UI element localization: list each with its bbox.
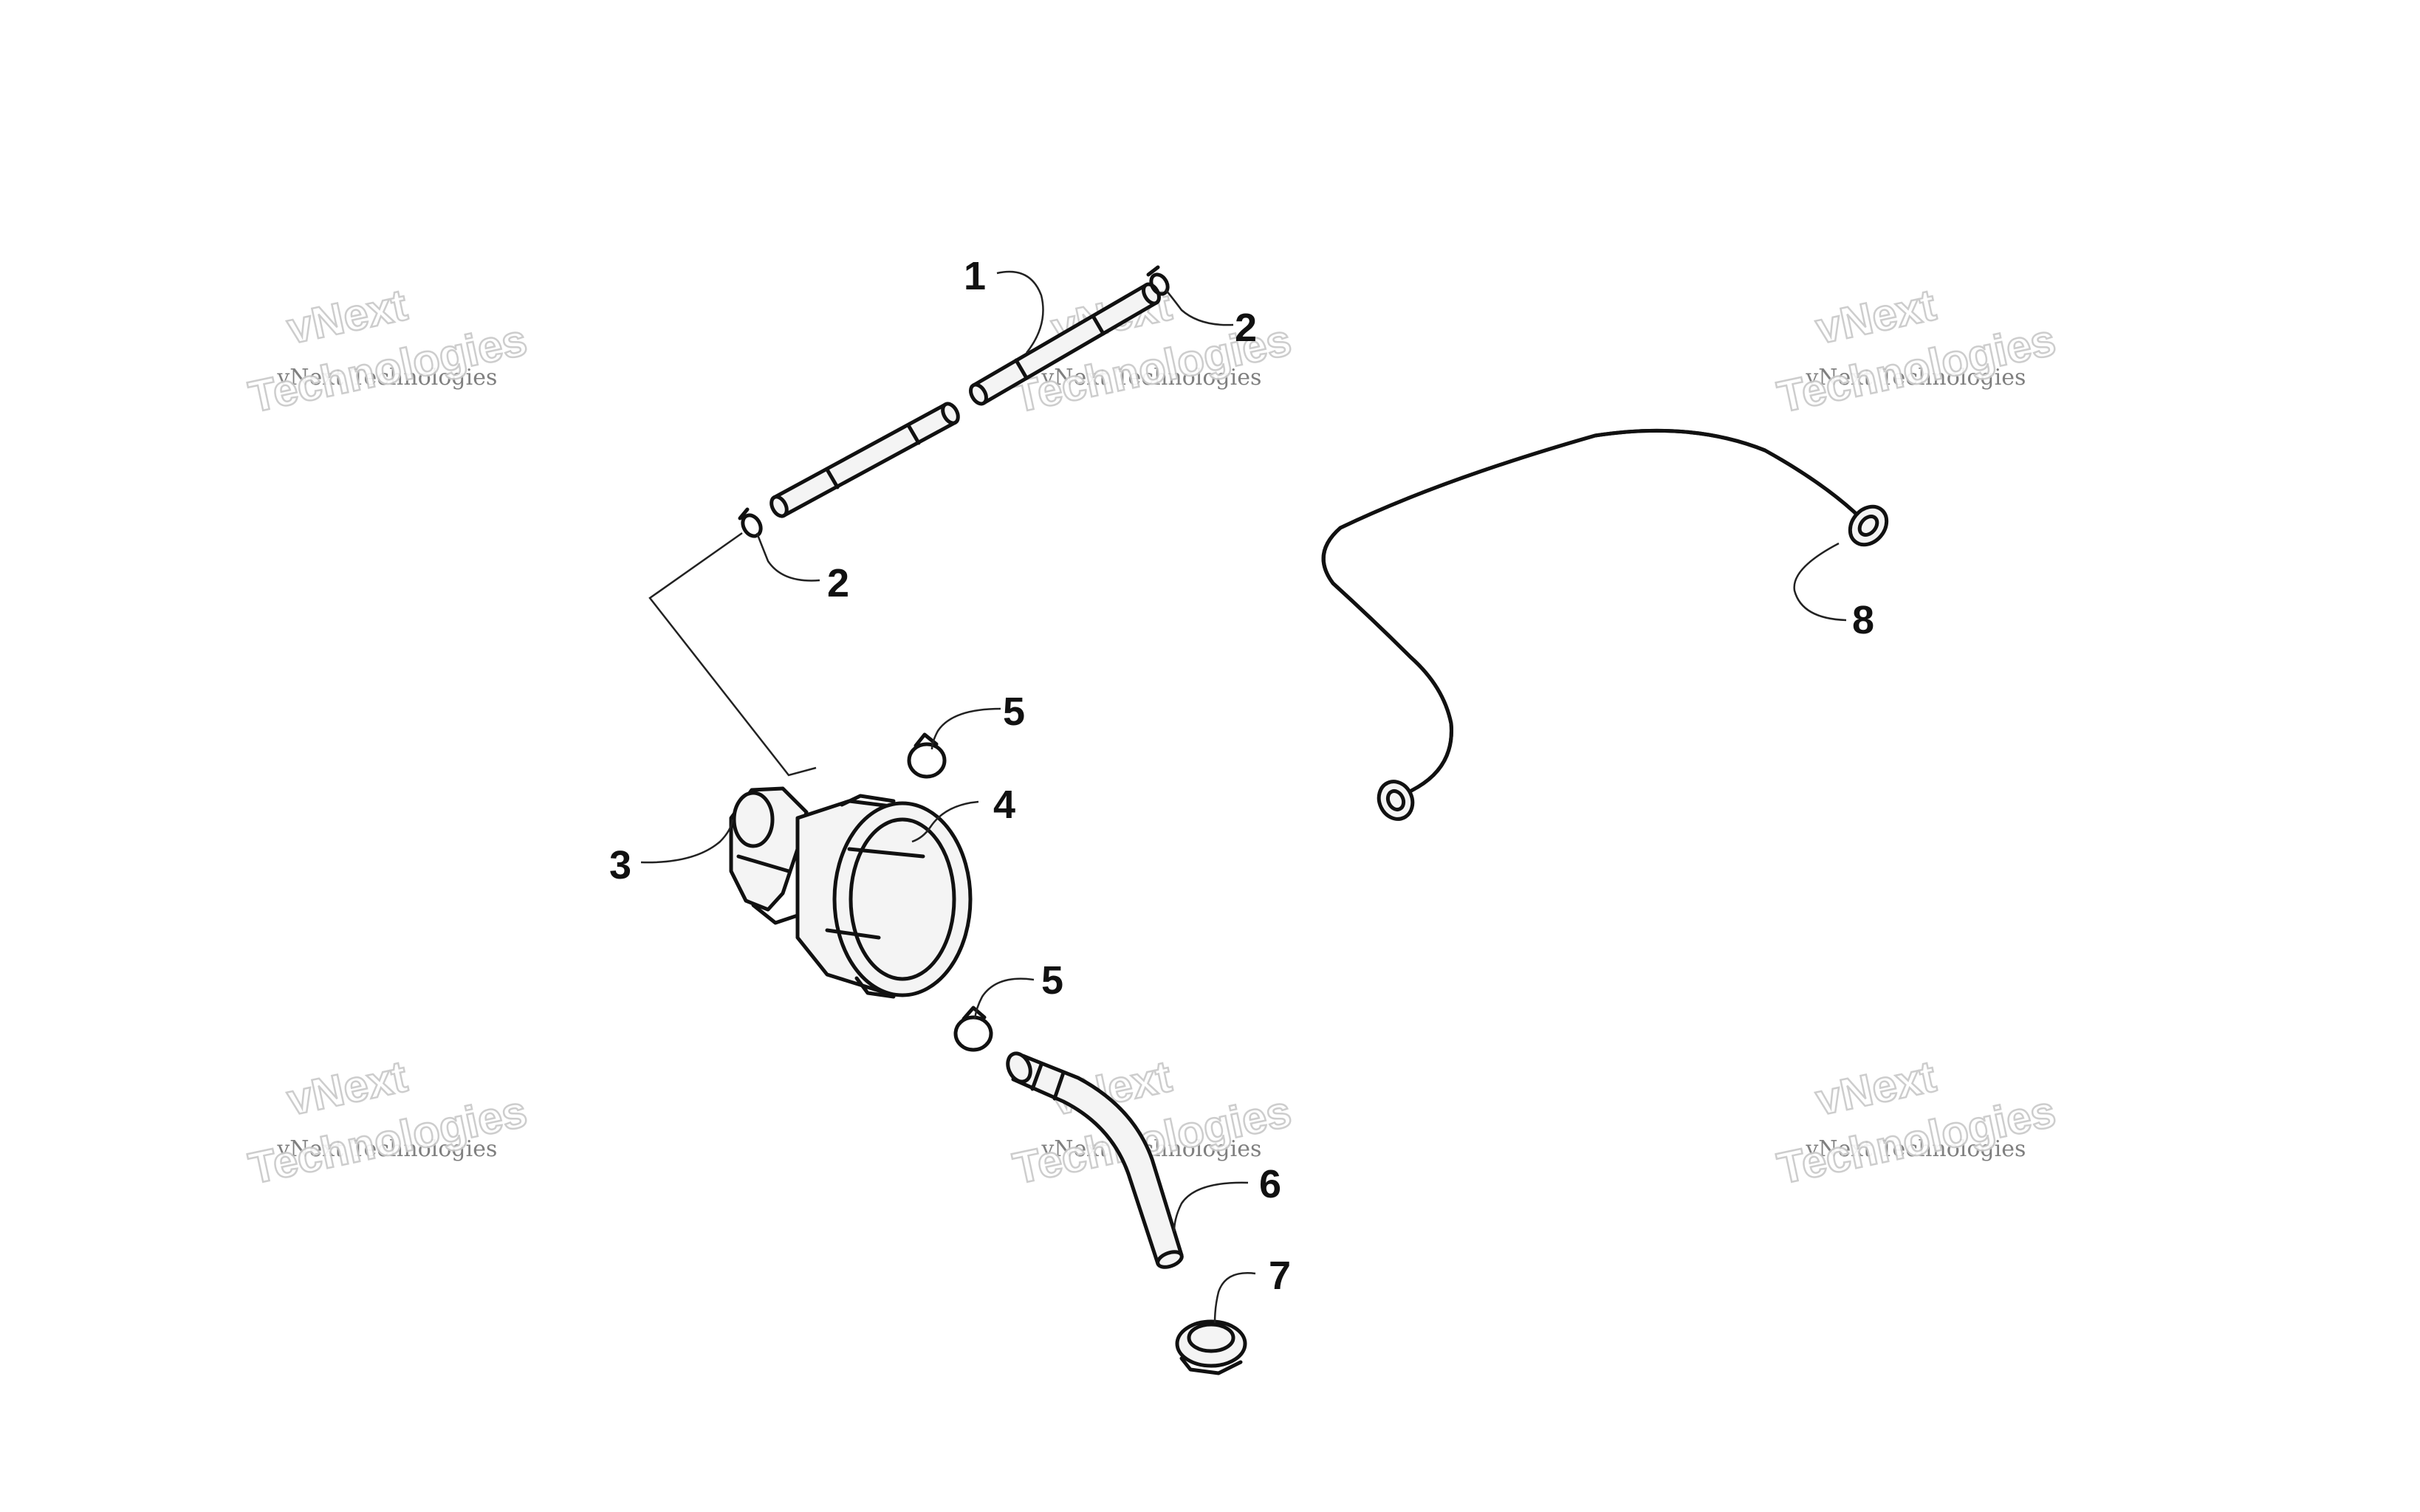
callout-labels: 1 2 2 3 4 5 5 6 7 8 (609, 254, 1874, 1298)
watermark-bottom-left: vNext vNext Technologies Technologies (244, 1051, 532, 1195)
watermark-top-right: vNext vNext Technologies Technologies (1772, 279, 2060, 423)
callout-8: 8 (1852, 598, 1874, 642)
watermark-text: vNext Technologies (276, 365, 497, 391)
callout-3: 3 (609, 843, 631, 887)
part-3-4-filter-assembly (729, 786, 973, 999)
part-5-clamp-lower (953, 1006, 993, 1052)
callout-5-upper: 5 (1003, 690, 1025, 734)
part-5-clamp-upper (907, 732, 947, 779)
watermark-top-left: vNext vNext Technologies Technologies (244, 279, 532, 423)
callout-7: 7 (1269, 1254, 1291, 1298)
watermark-bottom-right: vNext vNext Technologies Technologies (1772, 1051, 2060, 1195)
watermark-text: vNext Technologies (276, 1136, 497, 1162)
leader-lines (640, 270, 1847, 1324)
part-8-long-hose (1321, 428, 1889, 821)
part-7-hose-clamp (1175, 1319, 1247, 1375)
part-2-clamp-lower (738, 507, 763, 538)
callout-6: 6 (1259, 1162, 1281, 1206)
part-2-clamp-upper (1146, 265, 1170, 296)
callout-1: 1 (964, 254, 986, 298)
watermark-text: vNext Technologies (1805, 365, 2026, 391)
callout-2-lower: 2 (827, 561, 849, 605)
connection-line (648, 532, 817, 777)
callout-2-upper: 2 (1235, 306, 1257, 350)
part-1-breather-tube (769, 282, 1161, 518)
callout-4: 4 (993, 783, 1015, 827)
watermark-text: vNext Technologies (1041, 365, 1261, 391)
part-6-bent-hose (1006, 1051, 1184, 1269)
watermark-text: vNext Technologies (1805, 1136, 2026, 1162)
callout-5-lower: 5 (1041, 958, 1063, 1003)
